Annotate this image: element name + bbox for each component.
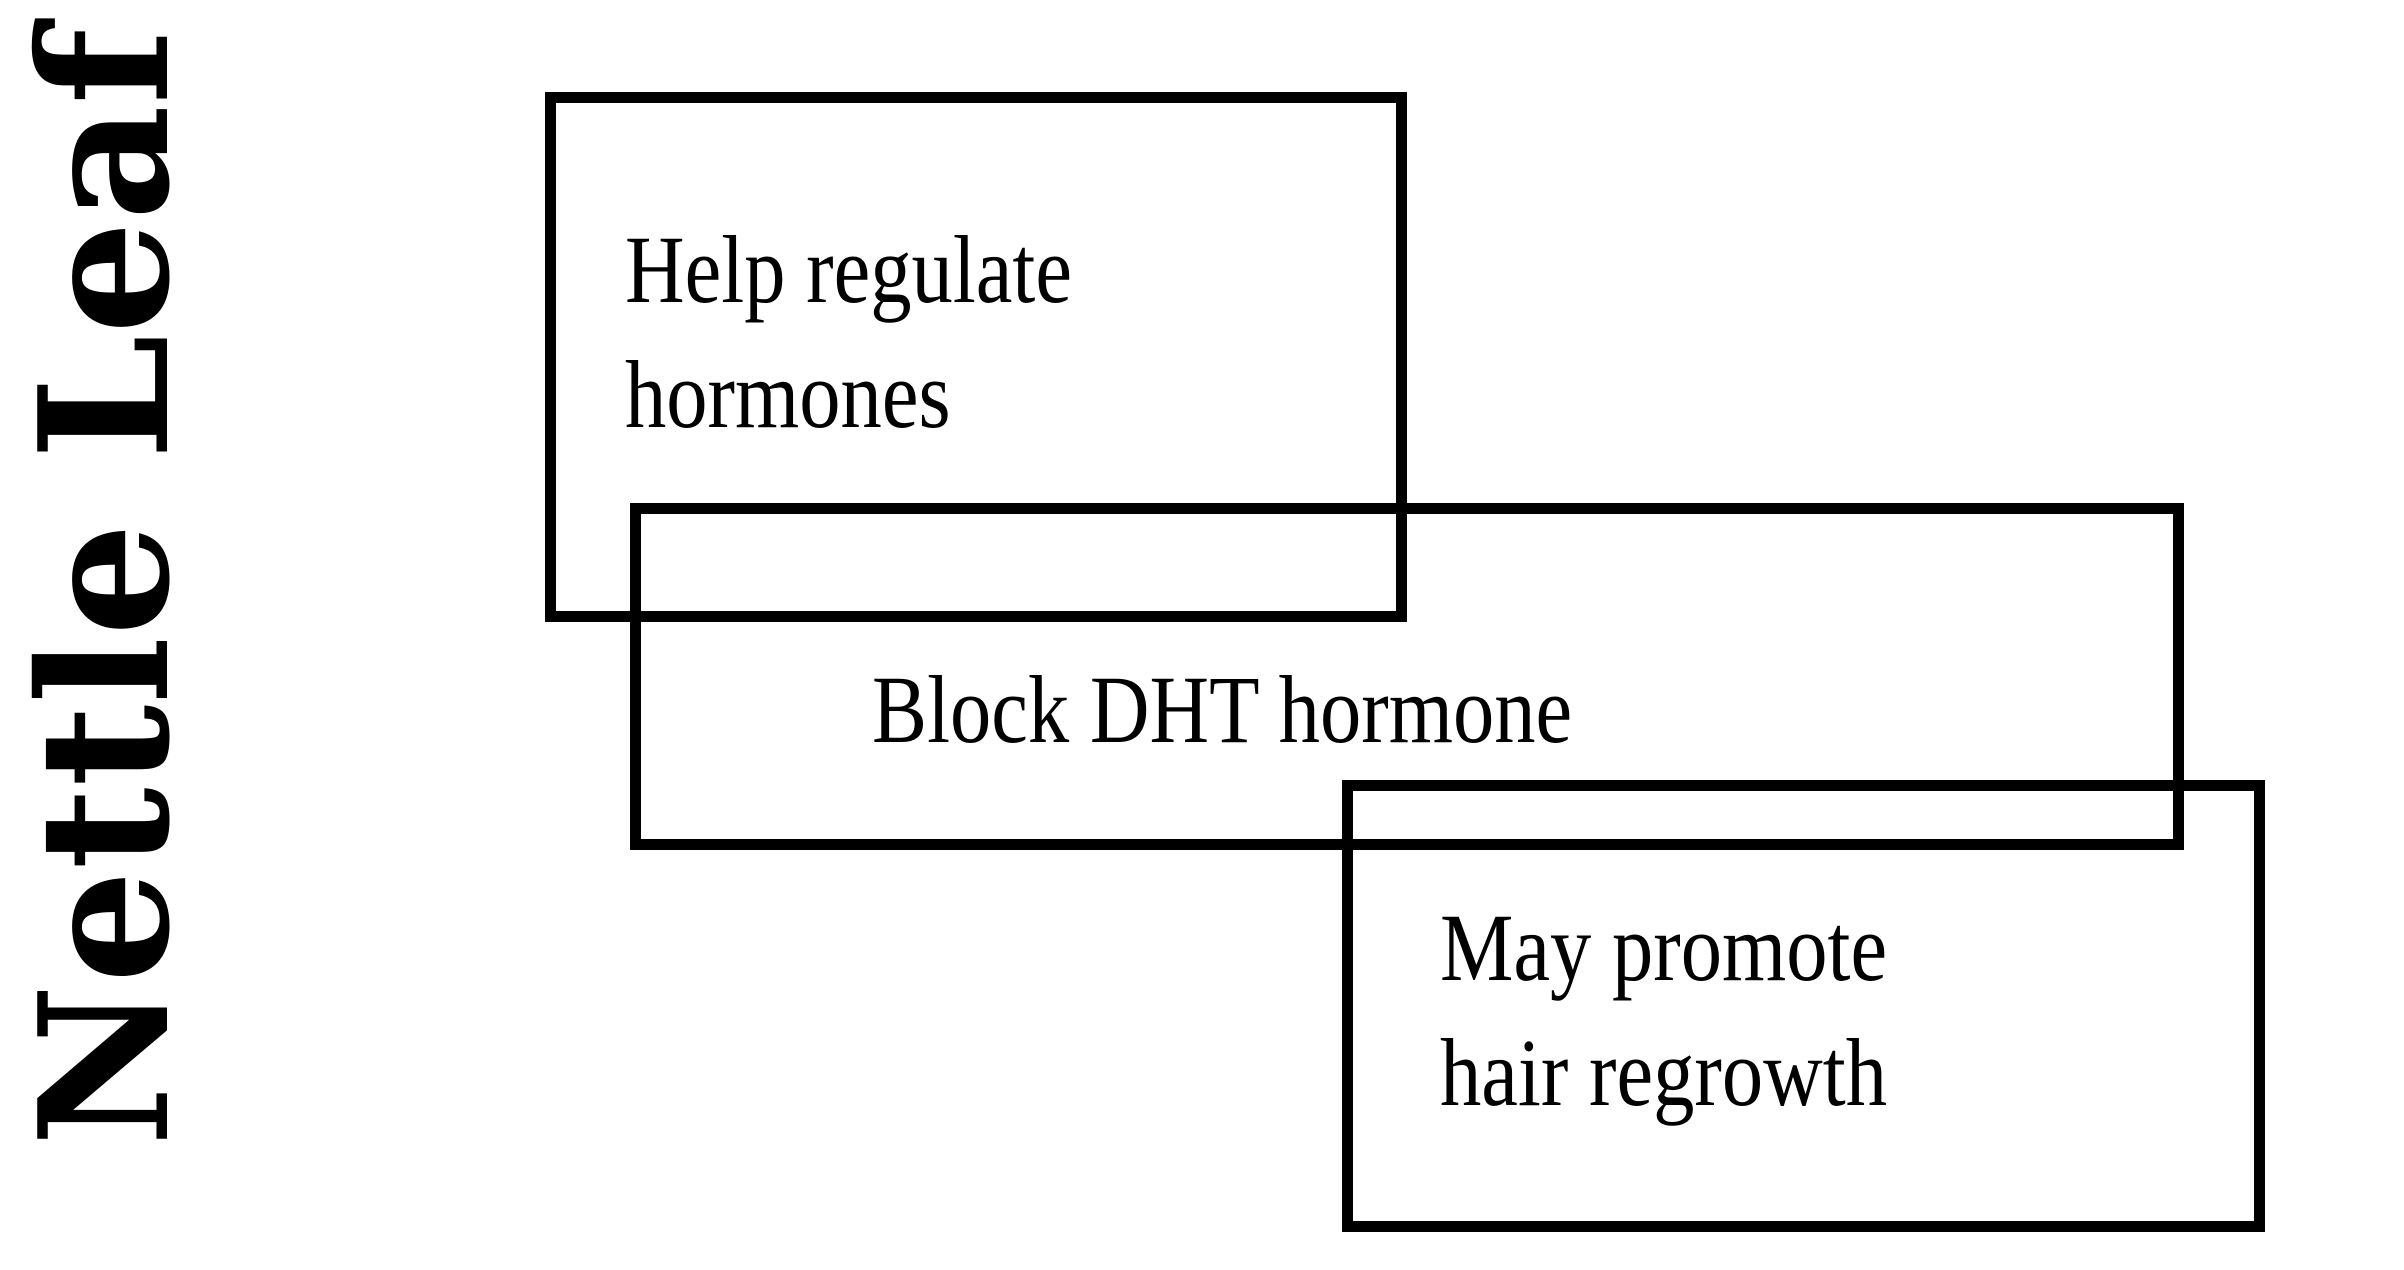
callout-box-block-dht-hormone[interactable] <box>630 503 2184 850</box>
callout-box-help-regulate-hormones[interactable] <box>545 92 1407 622</box>
side-label-text: Nettle Leaf <box>0 27 209 1147</box>
callout-text-help-regulate-hormones: Help regulate hormones <box>625 216 1072 448</box>
callout-text-may-promote-hair-regrowth: May promote hair regrowth <box>1440 894 1888 1126</box>
callout-text-block-dht-hormone: Block DHT hormone <box>872 656 1573 763</box>
callout-box-may-promote-hair-regrowth[interactable] <box>1342 780 2265 1232</box>
side-label-nettle-leaf: Nettle Leaf <box>0 0 210 1270</box>
